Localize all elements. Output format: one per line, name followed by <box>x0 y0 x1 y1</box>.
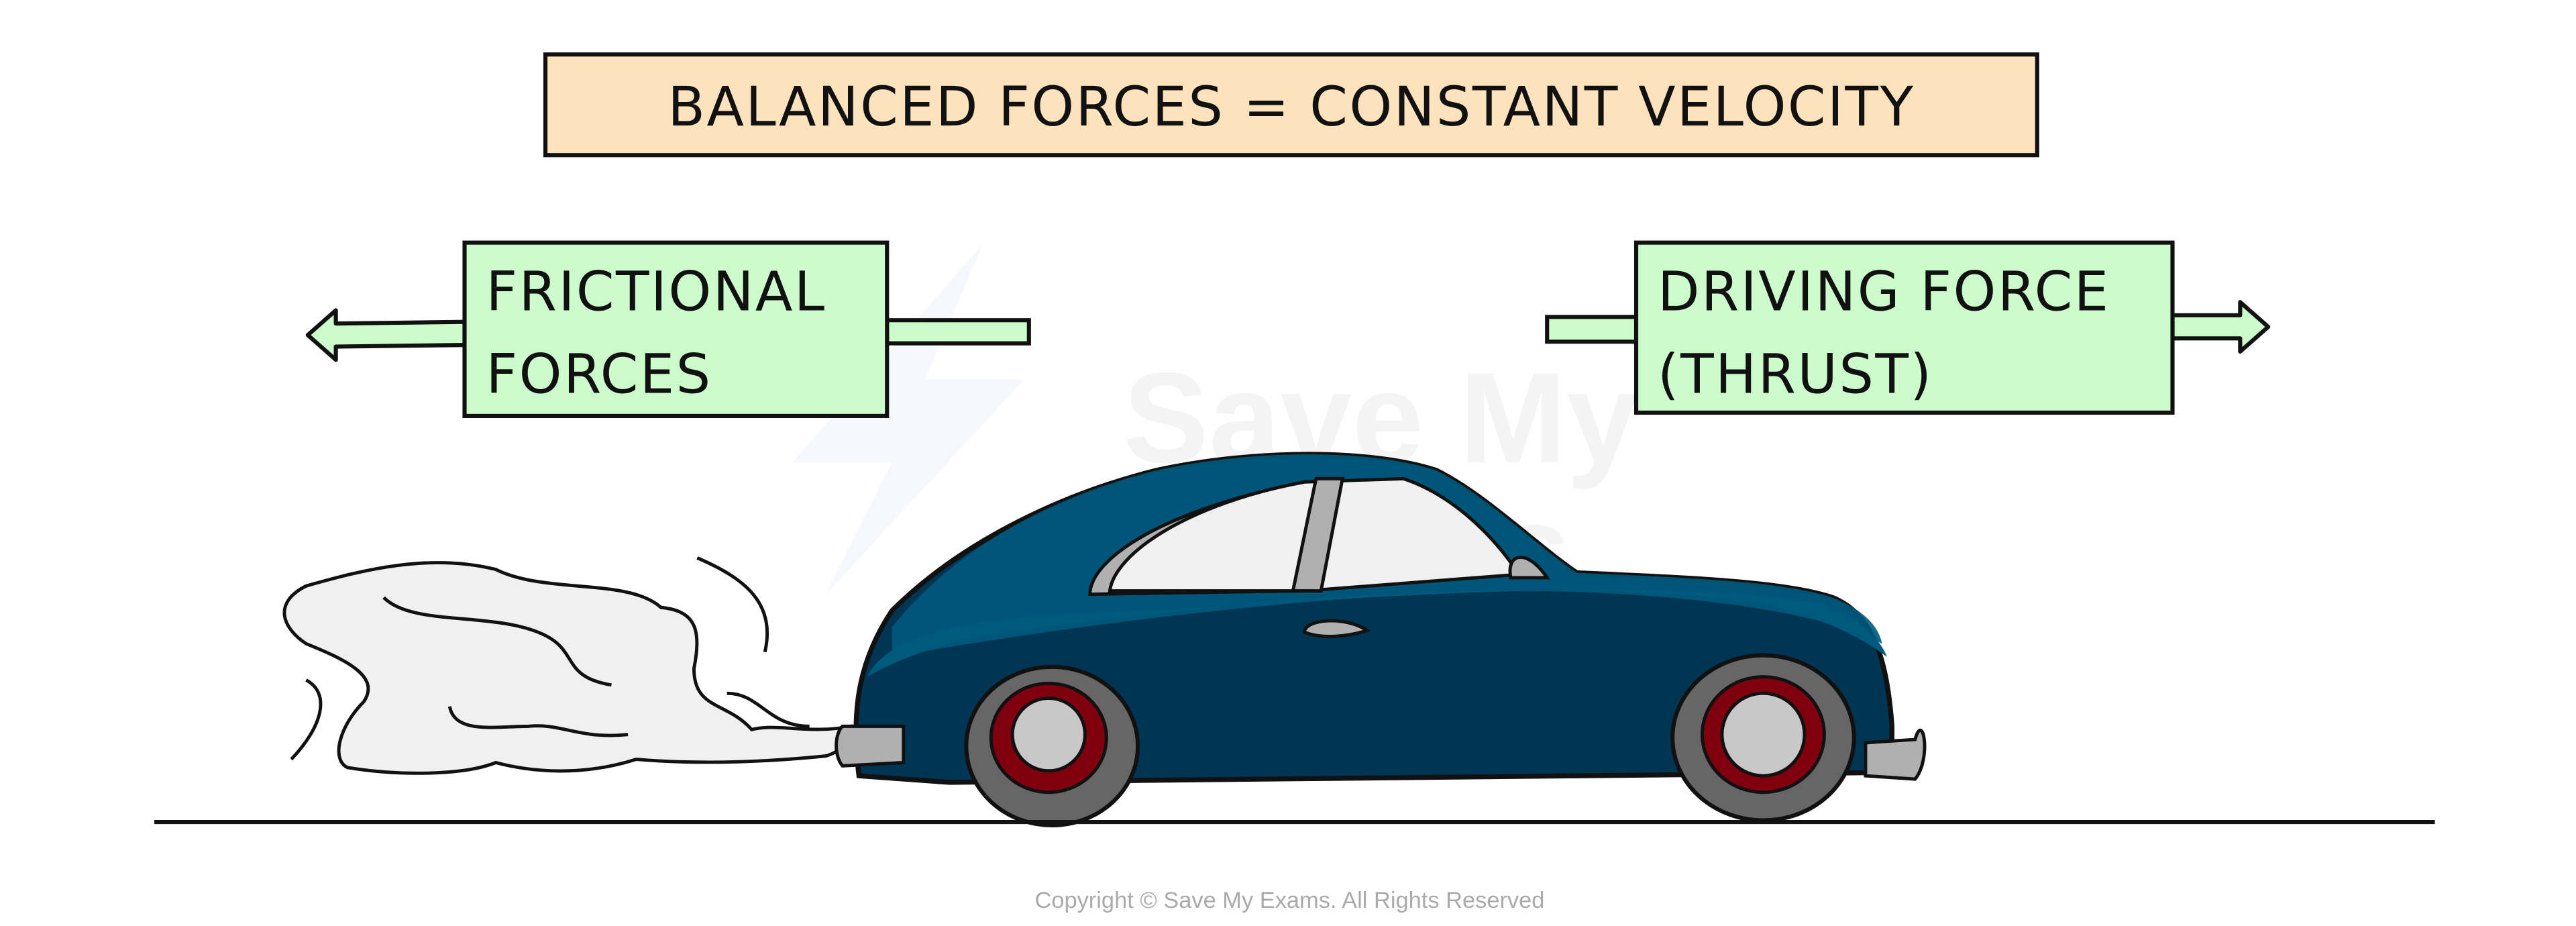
frictional-label-line2: FORCES <box>486 343 712 406</box>
driving-label-line1: DRIVING FORCE <box>1658 260 2110 323</box>
title: BALANCED FORCES = CONSTANT VELOCITY <box>667 76 1915 139</box>
front-wheel <box>1670 653 1856 823</box>
car <box>835 452 1927 828</box>
driving-force-arrow: DRIVING FORCE (THRUST) <box>1545 240 2271 415</box>
frictional-force-arrow: FRICTIONAL FORCES <box>305 240 1031 418</box>
rear-wheel <box>964 664 1140 828</box>
copyright: Copyright © Save My Exams. All Rights Re… <box>1034 888 1544 913</box>
exhaust-smoke <box>282 556 853 775</box>
frictional-label-line1: FRICTIONAL <box>486 260 826 323</box>
title-box: BALANCED FORCES = CONSTANT VELOCITY <box>543 52 2039 158</box>
driving-label-line2: (THRUST) <box>1658 343 1933 406</box>
